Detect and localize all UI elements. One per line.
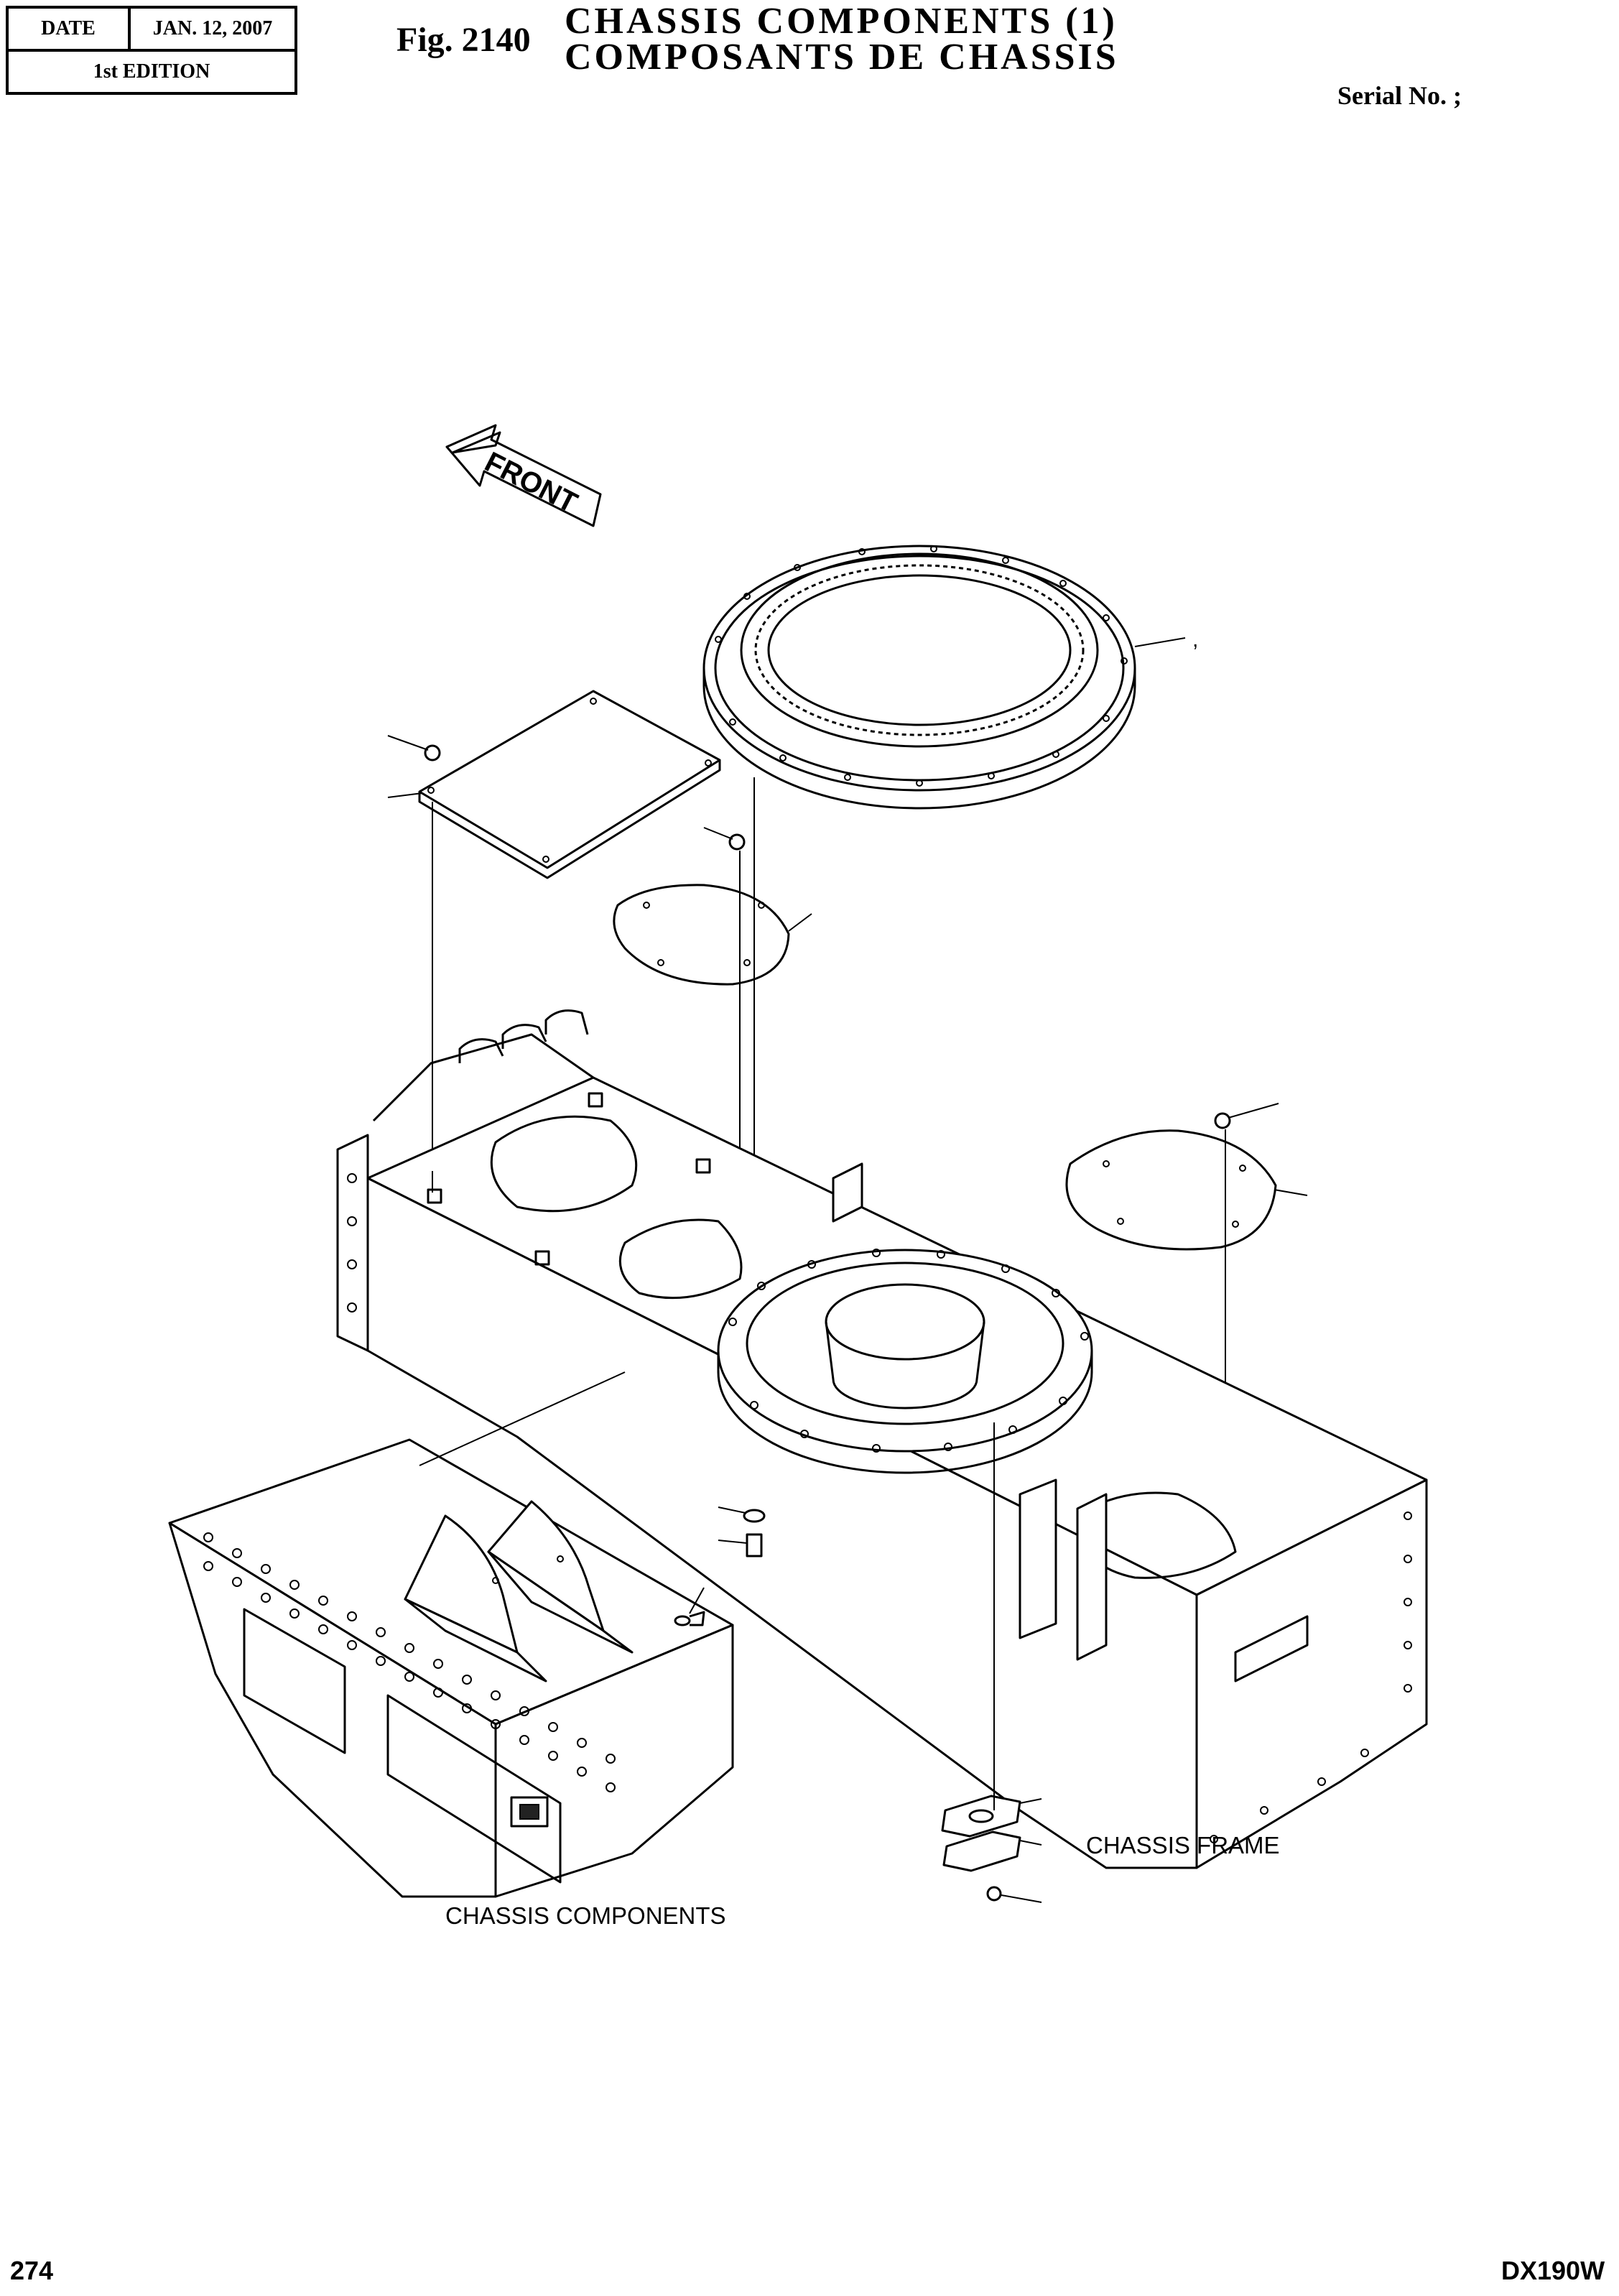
edition-label: 1st EDITION <box>93 60 210 83</box>
chassis-frame-body <box>336 1009 1428 1869</box>
chassis-components-caption: CHASSIS COMPONENTS <box>445 1902 726 1929</box>
ring-callout-mark: , <box>1192 628 1198 652</box>
serial-number-label: Serial No. ; <box>1337 81 1462 110</box>
top-cover-plate <box>387 690 721 1171</box>
title-english: CHASSIS COMPONENTS (1) <box>565 1 1118 42</box>
front-direction-arrow: FRONT <box>445 424 602 527</box>
revision-info-box: DATE JAN. 12, 2007 1st EDITION <box>6 6 297 95</box>
figure-number: Fig. 2140 <box>396 21 531 59</box>
mounting-bolt-and-flange <box>718 1506 1042 1903</box>
title-french: COMPOSANTS DE CHASSIS <box>565 37 1119 78</box>
assembly-guide-lines <box>432 1171 995 1810</box>
chassis-components-toolbox <box>168 1371 734 1898</box>
swing-bearing-ring: , <box>702 545 1198 810</box>
date-label: DATE <box>9 9 131 52</box>
model-number: DX190W <box>1501 2256 1605 2285</box>
page-number: 274 <box>10 2256 54 2285</box>
date-value: JAN. 12, 2007 <box>131 9 294 52</box>
front-arrow-label: FRONT <box>480 446 583 519</box>
chassis-frame-caption: CHASSIS FRAME <box>1086 1832 1280 1858</box>
